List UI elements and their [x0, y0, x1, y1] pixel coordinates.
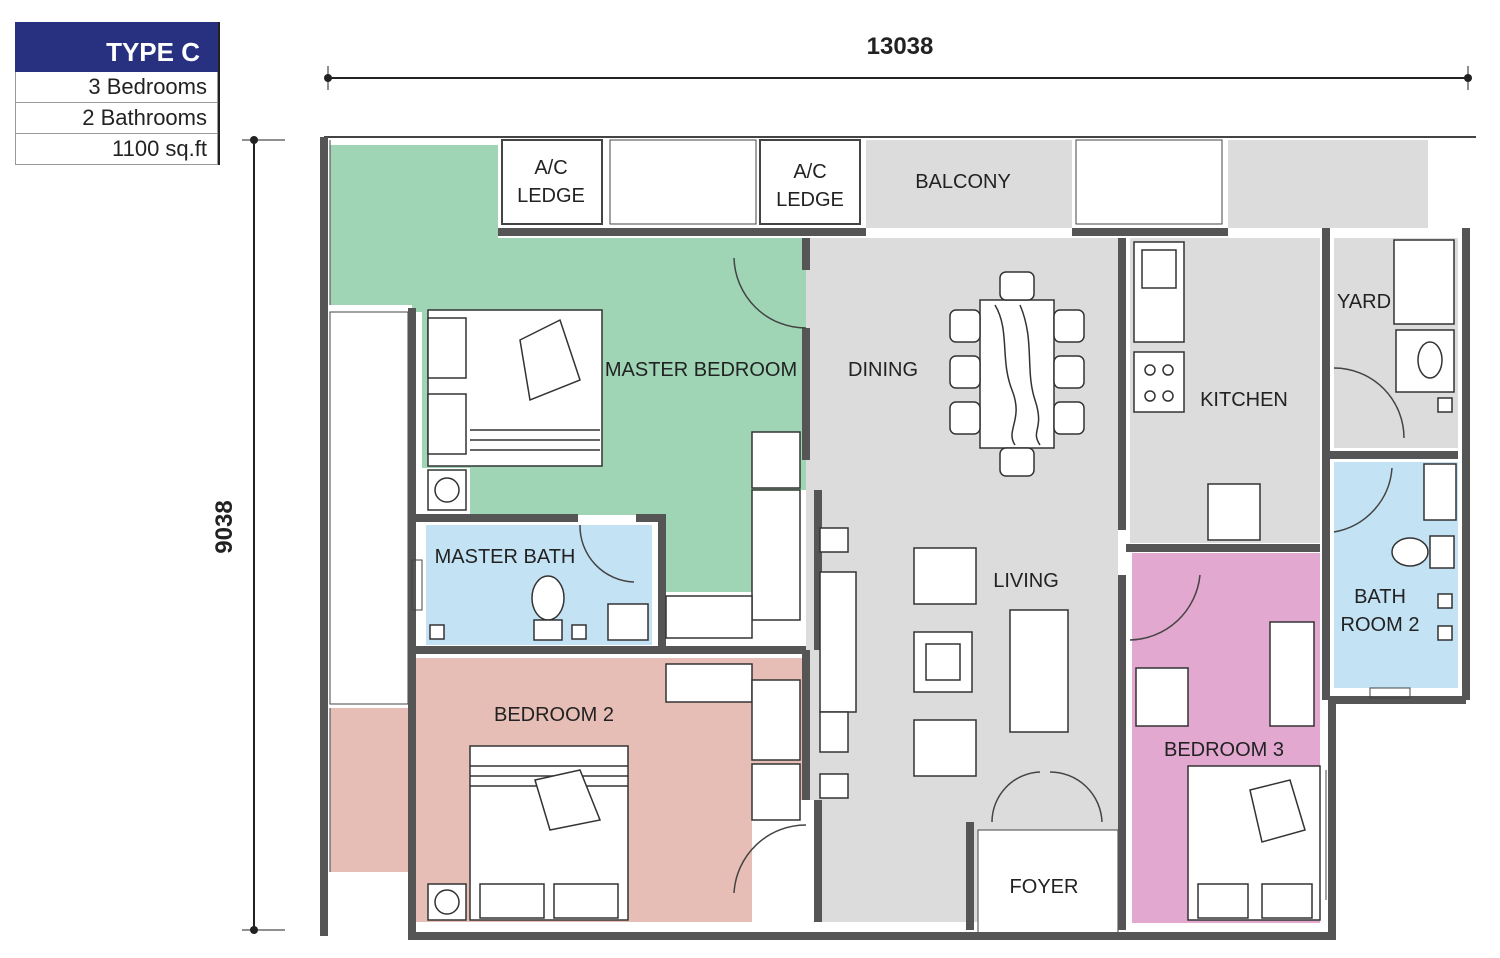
ac-ledge-1-label-top: A/C: [534, 157, 567, 179]
living-label: LIVING: [993, 570, 1059, 592]
foyer-area: [977, 829, 1119, 936]
width-label: 13038: [867, 33, 934, 60]
master-bedroom-label: MASTER BEDROOM: [605, 359, 797, 381]
ac-ledge-1-label-bottom: LEDGE: [517, 185, 585, 207]
doors: [579, 257, 1405, 894]
unit-type-title: TYPE C: [15, 22, 218, 72]
bath-room-2-label-top: BATH: [1354, 586, 1406, 608]
living-furniture: [819, 527, 1069, 799]
bedroom-2-bed: [427, 745, 629, 921]
yard-label: YARD: [1337, 291, 1391, 313]
floor-area: 1100 sq.ft: [15, 134, 218, 165]
kitchen-fixtures: [1133, 241, 1261, 541]
ac-ledge-2: [759, 139, 861, 225]
bedroom-3-bed: [1135, 621, 1321, 921]
bedroom-3-label: BEDROOM 3: [1164, 739, 1284, 761]
foyer-label: FOYER: [1010, 876, 1079, 898]
bathroom-count: 2 Bathrooms: [15, 103, 218, 134]
bedroom-2-label: BEDROOM 2: [494, 704, 614, 726]
dining-table: [949, 271, 1085, 477]
dining-label: DINING: [848, 359, 918, 381]
balcony-label: BALCONY: [915, 171, 1011, 193]
bath-fixtures: [429, 239, 1457, 641]
balcony-area: [866, 140, 1072, 228]
ac-ledge-2-label-bottom: LEDGE: [776, 189, 844, 211]
height-label: 9038: [211, 500, 238, 553]
wardrobes: [665, 431, 801, 821]
ac-ledge-1: [501, 139, 603, 225]
walls: [320, 137, 1470, 940]
bath-room-2-label-bottom: ROOM 2: [1341, 614, 1420, 636]
kitchen-label: KITCHEN: [1200, 389, 1288, 411]
master-bed: [427, 309, 603, 511]
bedroom-count: 3 Bedrooms: [15, 72, 218, 103]
unit-legend: TYPE C 3 Bedrooms 2 Bathrooms 1100 sq.ft: [15, 22, 220, 165]
master-bath-label: MASTER BATH: [435, 546, 576, 568]
ac-ledge-2-label-top: A/C: [793, 161, 826, 183]
width-dimension: 13038: [324, 33, 1472, 90]
height-dimension: 9038: [211, 136, 285, 934]
